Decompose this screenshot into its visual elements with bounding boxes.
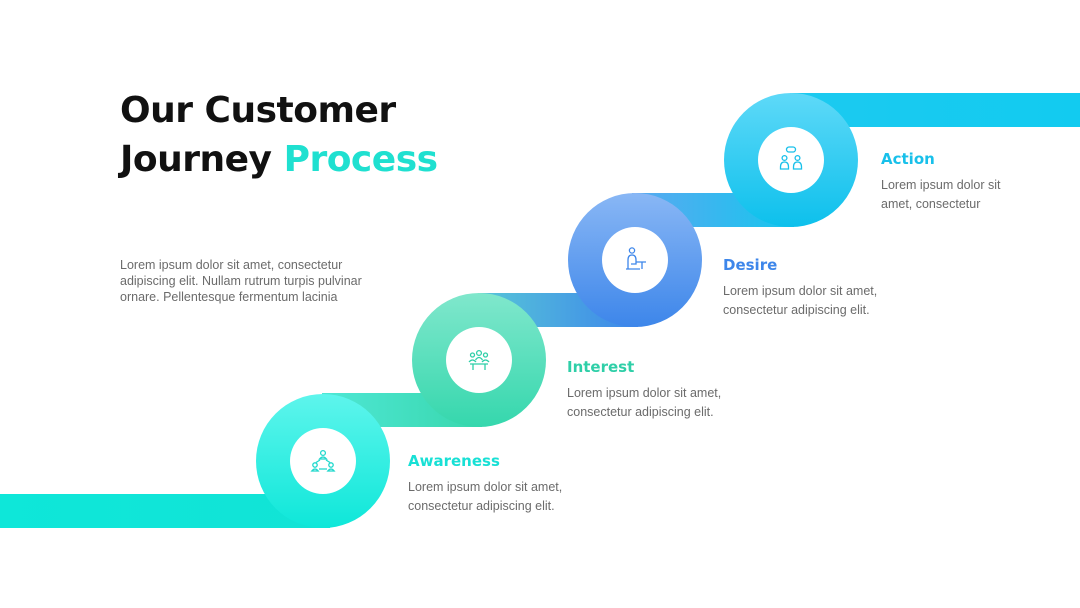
step-text-desire: Lorem ipsum dolor sit amet, consectetur … <box>723 284 878 317</box>
page-title: Our Customer Journey Process <box>120 86 438 184</box>
ring-awareness-center <box>290 428 356 494</box>
network-users-icon <box>310 449 336 472</box>
intro-paragraph: Lorem ipsum dolor sit amet, consectetur … <box>120 258 362 304</box>
people-chat-icon <box>779 146 803 170</box>
person-at-desk-icon <box>626 247 646 270</box>
step-title-desire: Desire <box>723 256 778 274</box>
title-line-2-part-1: Journey <box>120 139 284 180</box>
ring-desire-center <box>602 227 668 293</box>
step-text-interest: Lorem ipsum dolor sit amet, consectetur … <box>567 386 722 419</box>
title-line-2-accent: Process <box>283 139 438 180</box>
step-text-action: Lorem ipsum dolor sit amet, consectetur <box>881 178 1001 211</box>
title-line-1: Our Customer <box>120 90 396 131</box>
group-meeting-icon <box>468 349 490 370</box>
step-text-awareness: Lorem ipsum dolor sit amet, consectetur … <box>408 480 563 513</box>
ring-interest-center <box>446 327 512 393</box>
ring-action-center <box>758 127 824 193</box>
step-title-action: Action <box>881 150 935 168</box>
step-title-awareness: Awareness <box>408 452 500 470</box>
step-title-interest: Interest <box>567 358 635 376</box>
